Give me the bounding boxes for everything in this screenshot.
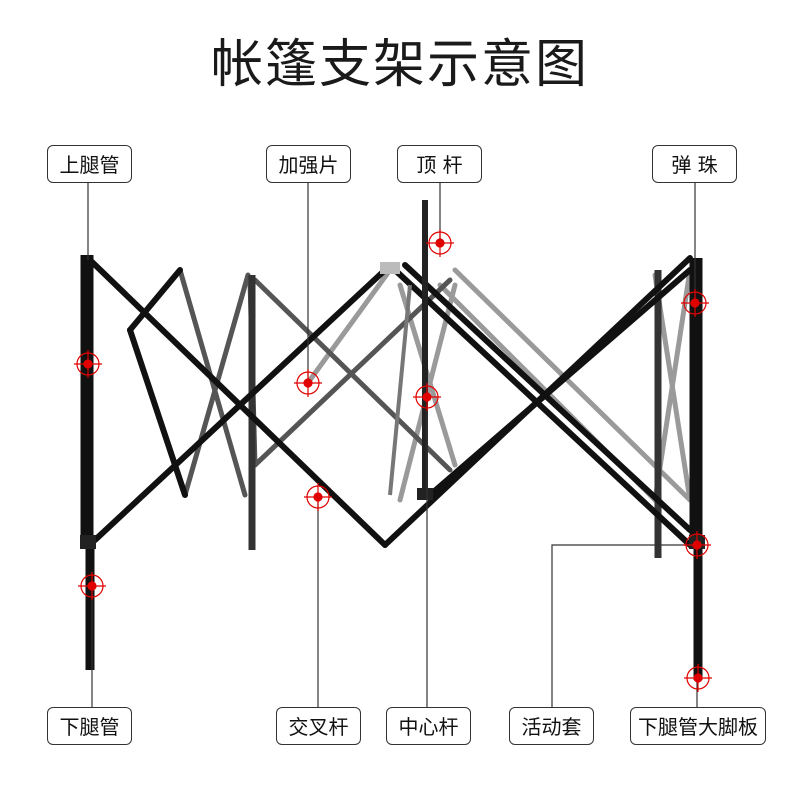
marker-sliding-sleeve — [683, 531, 711, 559]
label-sliding-sleeve: 活动套 — [509, 707, 594, 745]
label-cross-rod: 交叉杆 — [276, 707, 361, 745]
label-top-rod: 顶 杆 — [397, 145, 482, 183]
marker-foot-plate — [684, 664, 712, 692]
marker-reinforcement — [294, 369, 322, 397]
markers — [74, 229, 712, 692]
label-center-rod: 中心杆 — [386, 707, 471, 745]
marker-cross-rod — [304, 483, 332, 511]
joints — [80, 262, 705, 549]
label-foot-plate: 下腿管大脚板 — [630, 707, 766, 745]
marker-upper-leg — [74, 350, 102, 378]
label-spring-bead: 弹 珠 — [652, 145, 737, 183]
marker-spring-bead — [681, 289, 709, 317]
label-lower-leg: 下腿管 — [47, 707, 132, 745]
label-reinforcement: 加强片 — [266, 145, 351, 183]
marker-lower-leg — [78, 572, 106, 600]
marker-top-rod — [426, 229, 454, 257]
leader-lines — [87, 183, 698, 707]
label-upper-leg: 上腿管 — [47, 145, 132, 183]
diagram-title: 帐篷支架示意图 — [210, 35, 589, 95]
front-frame — [87, 255, 693, 548]
marker-center-rod — [413, 383, 441, 411]
